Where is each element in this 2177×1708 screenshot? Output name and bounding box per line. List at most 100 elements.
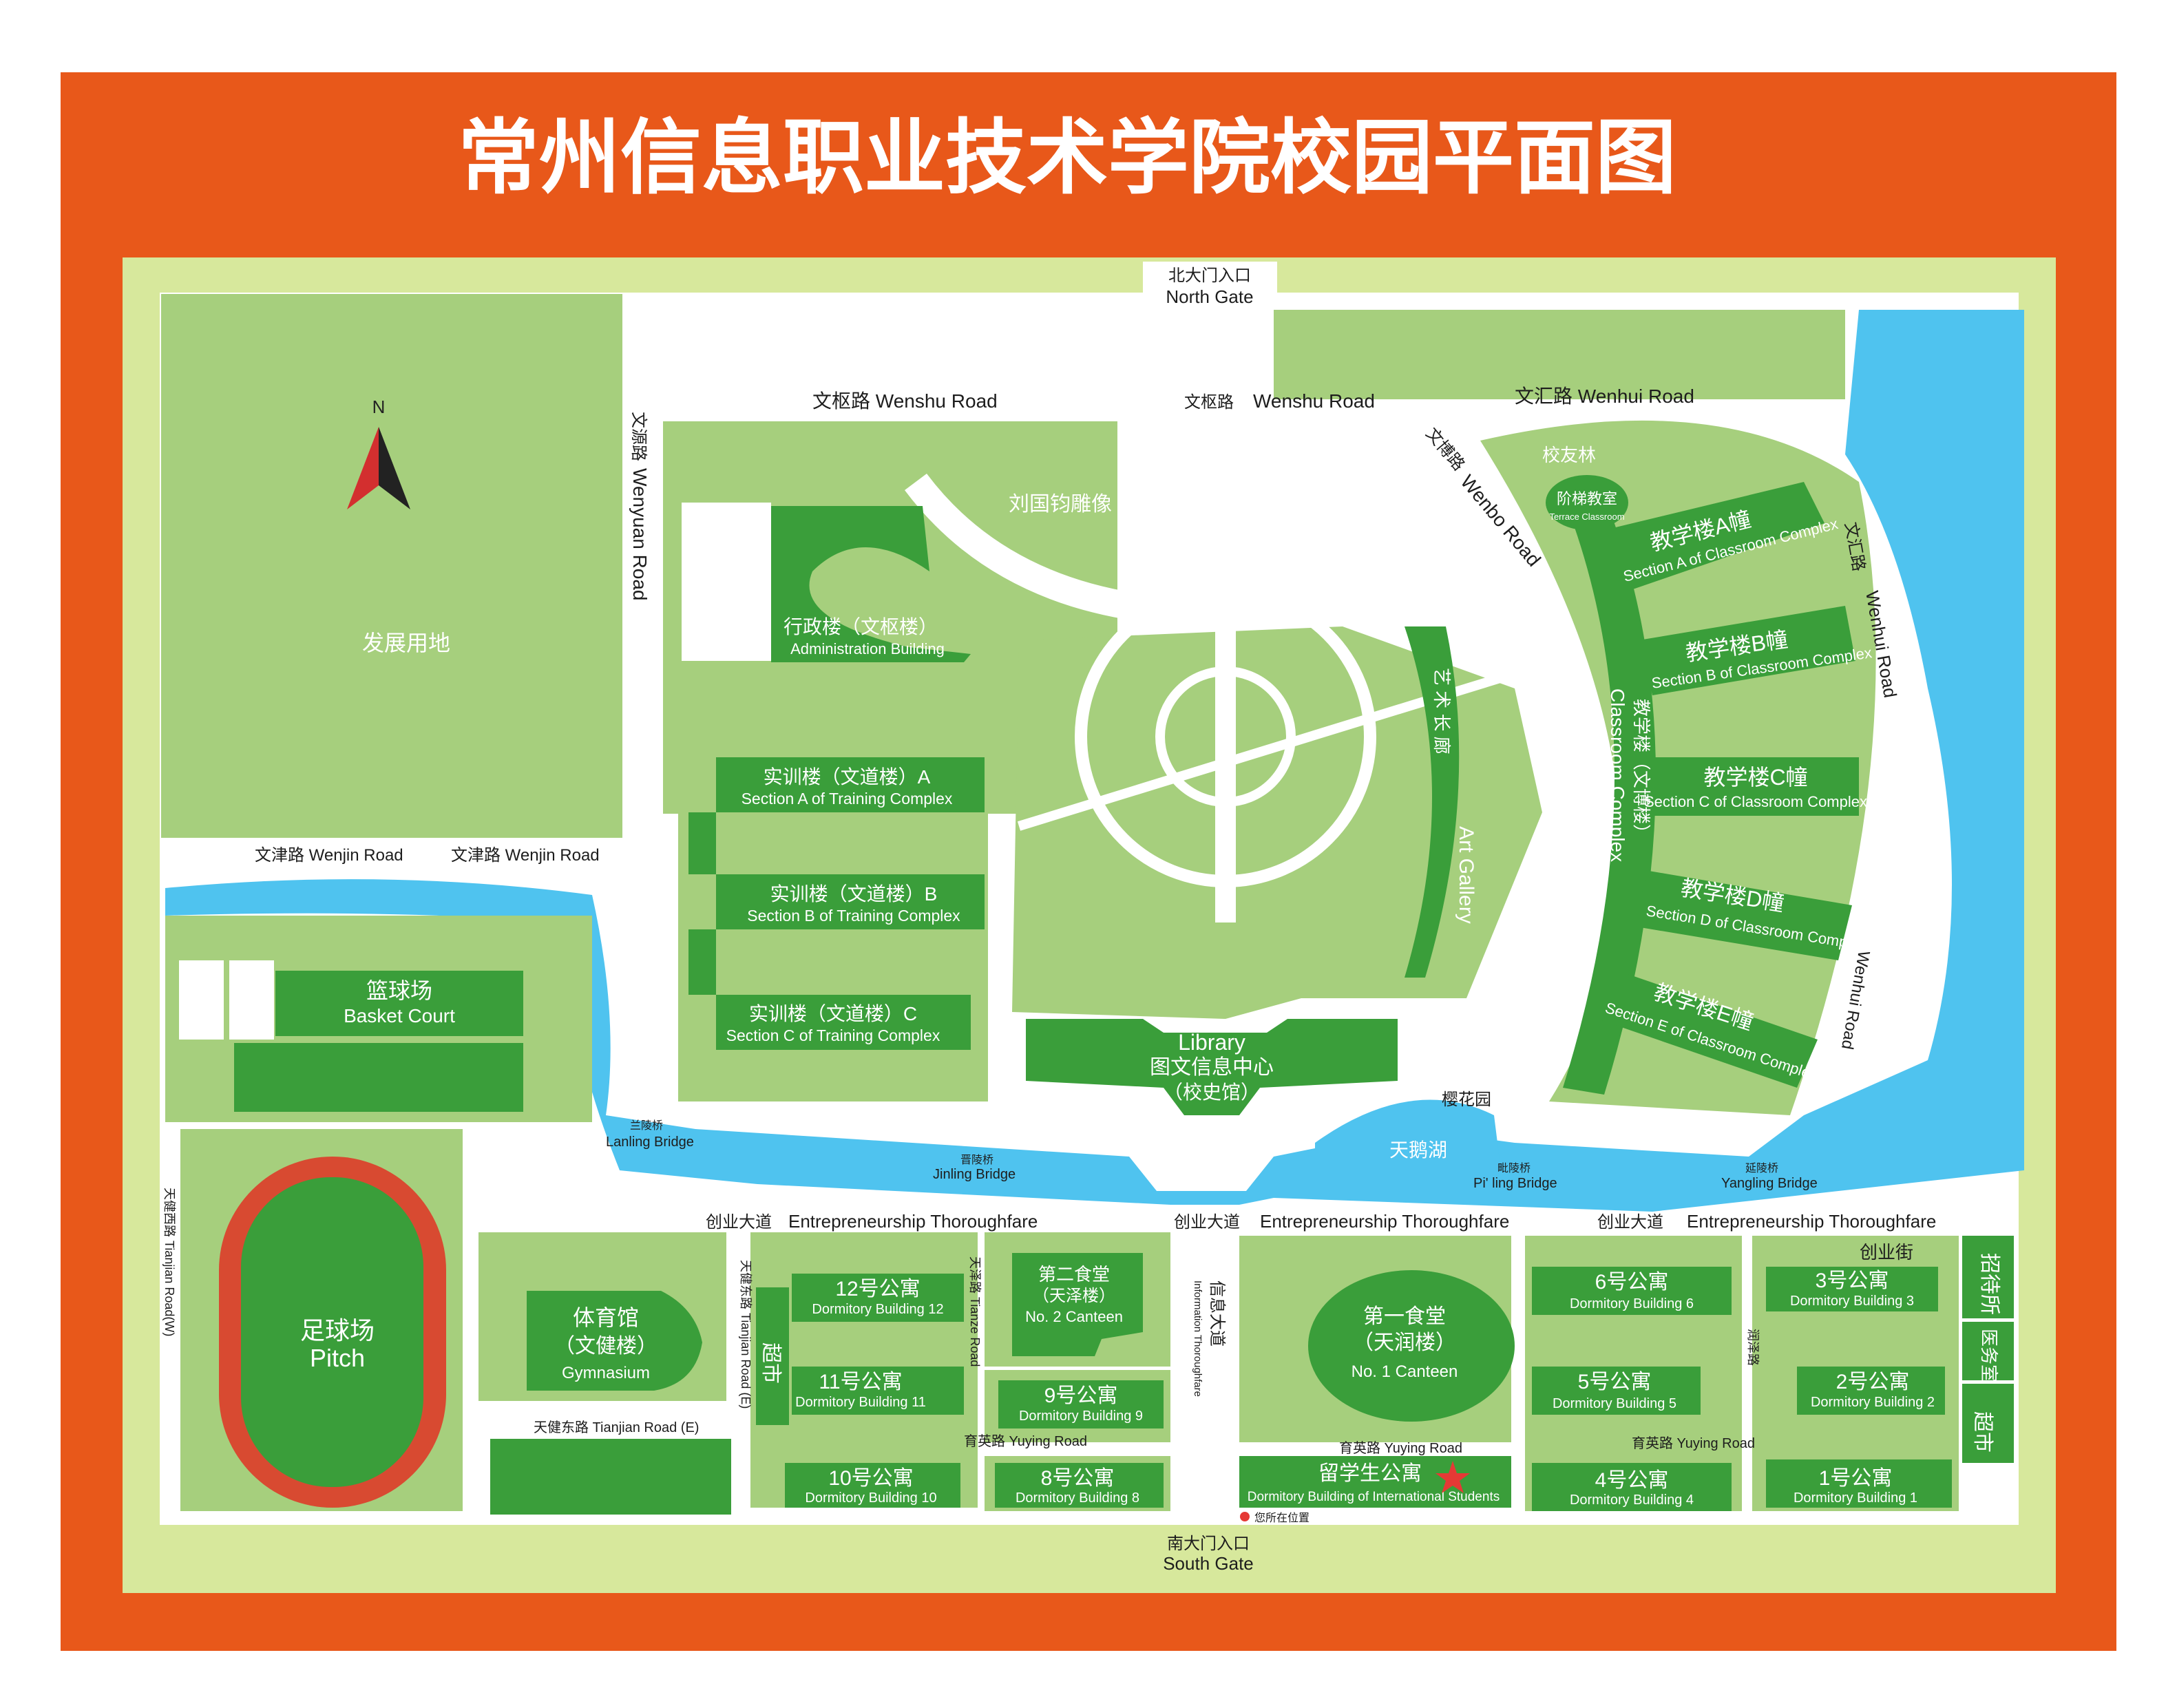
section-d-block [1632, 871, 1852, 960]
street-zh: 创业街 [1860, 1242, 1913, 1263]
basketball-en: Basket Court [344, 1005, 455, 1026]
north-lawn-center [1274, 310, 1845, 399]
canteen1-zh1: 第一食堂 [1363, 1305, 1446, 1328]
gym-court [490, 1439, 731, 1515]
dorm5-zh: 5号公寓 [1578, 1371, 1652, 1393]
sculpture-label: 刘国钧雕像 [1009, 493, 1112, 516]
intl-dorm-en: Dormitory Building of International Stud… [1248, 1490, 1500, 1504]
dorm10-zh: 10号公寓 [828, 1467, 913, 1490]
canteen2-zh1: 第二食堂 [1038, 1264, 1110, 1285]
gym-building [527, 1291, 702, 1391]
section-c-block [1652, 757, 1859, 816]
compass-north-icon-dark [379, 427, 410, 509]
road-wenshu-right-zh: 文枢路 [1184, 393, 1234, 412]
art-gallery-zh: 艺 术 长 廊 [1431, 668, 1452, 755]
dorm8-en: Dormitory Building 8 [1016, 1490, 1139, 1506]
dorm4-zh: 4号公寓 [1595, 1469, 1669, 1492]
dorm12 [792, 1274, 964, 1322]
section-c-en: Section C of Classroom Complex [1644, 793, 1867, 810]
you-are-here-label: 您所在位置 [1254, 1512, 1310, 1524]
you-are-here-dot-icon [1240, 1512, 1250, 1521]
classroom-complex-spine [1563, 496, 1656, 1095]
road-runze: 润泽路 [1746, 1329, 1760, 1366]
north-gate-box [1143, 262, 1277, 310]
court-field-2 [234, 1043, 523, 1112]
central-lawn [1012, 626, 1542, 1019]
south-gate-zh: 南大门入口 [1167, 1535, 1250, 1553]
library-zh2: （校史馆） [1164, 1082, 1260, 1103]
training-a [716, 757, 985, 812]
dorm9 [998, 1380, 1164, 1428]
dorm3-en: Dormitory Building 3 [1790, 1294, 1914, 1309]
dorm4 [1532, 1463, 1732, 1511]
dorm11 [792, 1367, 964, 1415]
supermarket-east [1962, 1384, 2014, 1463]
dorm2-zh: 2号公寓 [1836, 1371, 1910, 1393]
dorm8 [995, 1463, 1164, 1508]
road-cy-en-3: Entrepreneurship Thoroughfare [1687, 1211, 1936, 1232]
classroom-complex-en: Classroom Complex [1607, 688, 1628, 862]
library-en: Library [1178, 1030, 1245, 1055]
training-c-en: Section C of Training Complex [726, 1026, 940, 1044]
road-yuying-right: 育英路 Yuying Road [1632, 1435, 1755, 1451]
training-spine-2 [688, 929, 716, 995]
pitch-zh: 足球场 [300, 1316, 375, 1345]
road-xinxi-en: Information Thoroughfare [1192, 1280, 1203, 1397]
dorm12-en: Dormitory Building 12 [812, 1302, 943, 1317]
section-c: 教学楼C幢 Section C of Classroom Complex [1644, 757, 1867, 816]
road-cy-en-2: Entrepreneurship Thoroughfare [1260, 1211, 1509, 1232]
terrace-classroom [1546, 475, 1628, 530]
admin-label-zh: 行政楼（文枢楼） [783, 616, 938, 637]
clinic [1962, 1322, 2014, 1380]
road-cy-zh-3: 创业大道 [1597, 1213, 1663, 1232]
dorm2-en: Dormitory Building 2 [1811, 1395, 1935, 1410]
dorm5-en: Dormitory Building 5 [1553, 1396, 1676, 1411]
section-c-zh: 教学楼C幢 [1703, 765, 1807, 790]
you-are-here-star-icon [1435, 1461, 1470, 1493]
canteen2-en: No. 2 Canteen [1025, 1308, 1123, 1325]
road-xinxi-zh: 信息大道 [1208, 1280, 1226, 1347]
road-tianze: 天泽路 Tianze Road [968, 1256, 982, 1367]
supermarket-west-zh: 超市 [759, 1342, 782, 1384]
sculpture-curve-road [905, 473, 1537, 627]
dorm8-zh: 8号公寓 [1041, 1467, 1115, 1490]
compass-north-icon [347, 427, 379, 509]
terrace-classroom-zh: 阶梯教室 [1557, 490, 1617, 507]
road-yuying-mid: 育英路 Yuying Road [1339, 1440, 1462, 1456]
sakura-label: 樱花园 [1442, 1090, 1491, 1109]
dorm10-en: Dormitory Building 10 [805, 1490, 936, 1506]
dorm1-en: Dormitory Building 1 [1794, 1490, 1917, 1506]
road-wenshu-left: 文枢路 Wenshu Road [812, 390, 998, 412]
road-tianjian-e-vertical: 天健东路 Tianjian Road (E) [739, 1260, 753, 1409]
classroom-complex-zh: 教学楼（文博楼） [1631, 699, 1652, 842]
dorm10 [785, 1463, 960, 1508]
diagonal-path [1017, 656, 1558, 831]
map-title: 常州信息职业技术学院校园平面图 [458, 113, 1676, 204]
road-cy-en-1: Entrepreneurship Thoroughfare [788, 1211, 1038, 1232]
dorm9-en: Dormitory Building 9 [1019, 1409, 1143, 1424]
dorm1 [1766, 1459, 1952, 1508]
bridge-yangling-zh: 延陵桥 [1745, 1162, 1778, 1174]
court [179, 960, 224, 1040]
dorm4-en: Dormitory Building 4 [1570, 1493, 1694, 1508]
intl-dorm [1239, 1456, 1511, 1508]
library-building [1026, 1019, 1398, 1115]
art-gallery-en: Art Gallery [1455, 826, 1477, 924]
bridge-jinling-en: Jinling Bridge [933, 1167, 1016, 1182]
alumni-forest-label: 校友林 [1542, 445, 1596, 465]
training-b [716, 874, 985, 929]
library-zh: 图文信息中心 [1150, 1056, 1274, 1079]
training-a-en: Section A of Training Complex [742, 790, 953, 808]
river [165, 310, 2024, 1212]
supermarket-east-zh: 超市 [1971, 1411, 1994, 1453]
road-yuying-left: 育英路 Yuying Road [964, 1433, 1087, 1449]
compass: N [347, 397, 410, 509]
dorm3 [1766, 1267, 1938, 1311]
gym-zh2: （文健楼） [554, 1335, 658, 1358]
road-wenyuan-zh: 文源路 [629, 412, 648, 461]
pitch-field [241, 1177, 423, 1487]
canteen1-zh2: （天润楼） [1353, 1331, 1456, 1354]
road-wenjin-right: 文津路 Wenjin Road [451, 846, 600, 865]
road-cy-zh-2: 创业大道 [1174, 1213, 1240, 1232]
